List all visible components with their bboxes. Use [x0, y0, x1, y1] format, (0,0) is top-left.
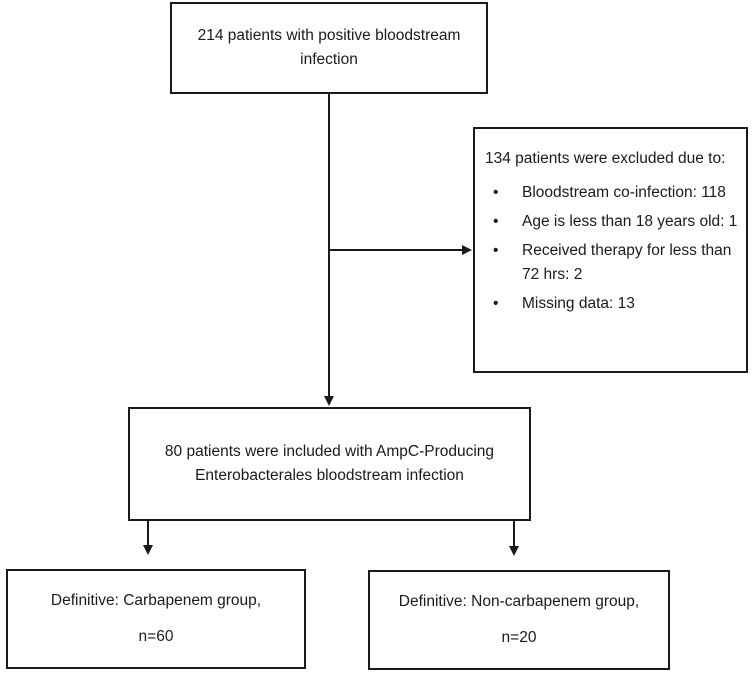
included-patients-box: 80 patients were included with AmpC-Prod… [128, 407, 531, 521]
included-patients-line2: Enterobacterales bloodstream infection [195, 467, 464, 484]
total-patients-line2: infection [300, 51, 358, 68]
carbapenem-group-box: Definitive: Carbapenem group, n=60 [6, 569, 306, 669]
exclusion-reason-coinfection: • Bloodstream co-infection: 118 [485, 181, 746, 205]
non-carbapenem-group-title: Definitive: Non-carbapenem group, [398, 593, 640, 610]
total-patients-box: 214 patients with positive bloodstream i… [170, 2, 488, 94]
carbapenem-group-count: n=60 [138, 628, 174, 645]
included-patients-line1: 80 patients were included with AmpC-Prod… [164, 443, 495, 460]
exclusion-reasons-list: • Bloodstream co-infection: 118 • Age is… [485, 181, 746, 316]
exclusion-reason-therapy: • Received therapy for less than 72 hrs:… [485, 239, 746, 287]
non-carbapenem-group-count: n=20 [501, 629, 537, 646]
exclusion-reason-text: Bloodstream co-infection: 118 [522, 184, 726, 201]
exclusion-reason-text: Missing data: 13 [522, 295, 635, 312]
bullet-icon: • [493, 213, 499, 230]
carbapenem-group-title: Definitive: Carbapenem group, [50, 592, 262, 609]
bullet-icon: • [493, 184, 499, 201]
exclusion-reason-age: • Age is less than 18 years old: 1 [485, 210, 746, 234]
bullet-icon: • [493, 295, 499, 312]
excluded-patients-box: 134 patients were excluded due to: • Blo… [473, 127, 748, 373]
exclusion-reason-text: Received therapy for less than 72 hrs: 2 [522, 242, 732, 283]
bullet-icon: • [493, 242, 499, 259]
total-patients-line1: 214 patients with positive bloodstream [197, 27, 461, 44]
exclusion-reason-text: Age is less than 18 years old: 1 [522, 213, 738, 230]
excluded-heading: 134 patients were excluded due to: [485, 150, 726, 167]
exclusion-reason-missing-data: • Missing data: 13 [485, 292, 746, 316]
non-carbapenem-group-box: Definitive: Non-carbapenem group, n=20 [368, 570, 670, 670]
